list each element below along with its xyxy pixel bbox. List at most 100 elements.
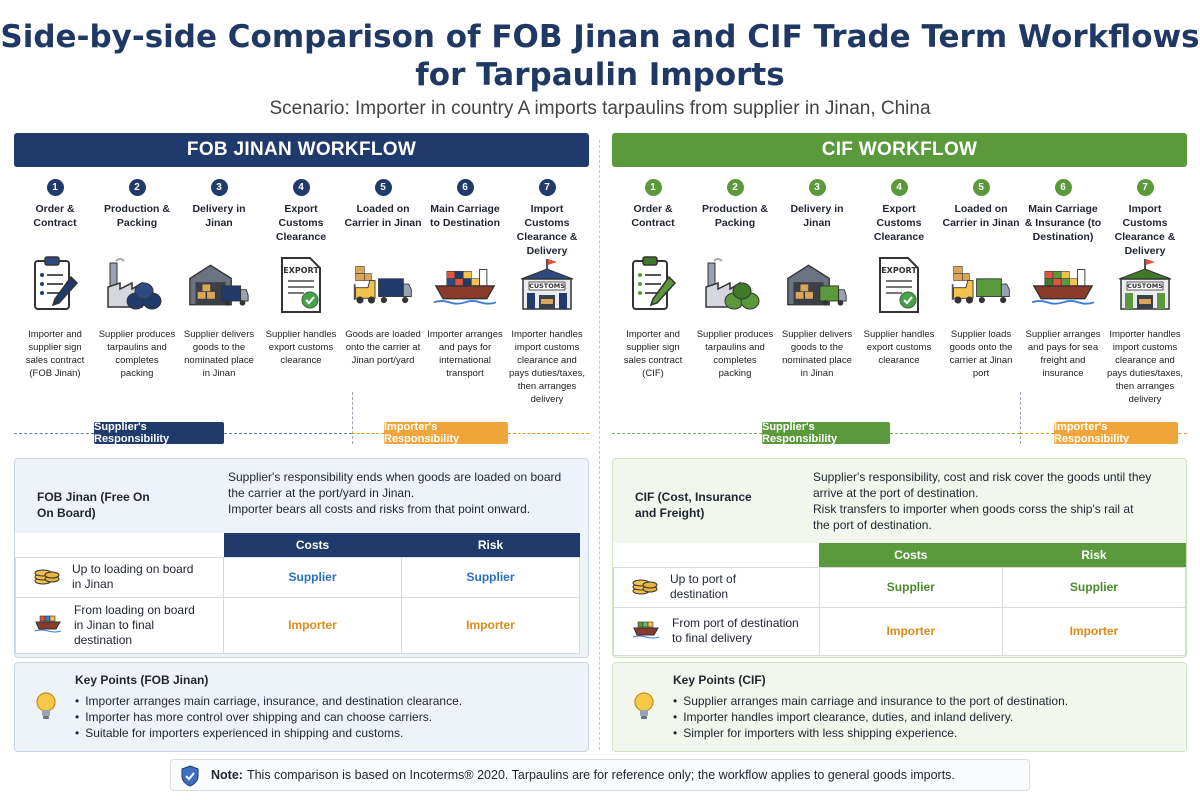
cif-banner: CIF WORKFLOW: [612, 133, 1187, 167]
key-point: Supplier arranges main carriage and insu…: [673, 693, 1068, 709]
table-row: Up to loading on board in Jinan Supplier…: [15, 556, 580, 598]
fob-summary-label: FOB Jinan (Free On On Board): [37, 490, 150, 520]
factory-icon: [704, 254, 766, 316]
fob-responsibility-bar: Supplier's Responsibility Importer's Res…: [14, 392, 589, 445]
resp-line-left-b: [890, 433, 1020, 434]
summary-line: Supplier's responsibility, cost and risk…: [813, 470, 1152, 484]
ship-icon: [632, 619, 660, 643]
step-number: 1: [644, 179, 662, 196]
step-number: 3: [808, 179, 826, 196]
summary-line: arrive at the port of destination.: [813, 486, 979, 500]
table-row: Up to port of destination Supplier Suppl…: [613, 566, 1187, 608]
row-label: Up to loading on board in Jinan: [72, 562, 194, 591]
warehouse-truck-icon: [786, 254, 848, 316]
cif-importer-responsibility-tag: Importer's Responsibility: [1054, 421, 1178, 445]
svg-text:CUSTOMS: CUSTOMS: [529, 282, 565, 290]
cif-responsibility-bar: Supplier's Responsibility Importer's Res…: [612, 392, 1187, 445]
table-row: From port of destination to final delive…: [613, 606, 1187, 656]
step-title: Order & Contract: [631, 203, 675, 229]
key-point: Suitable for importers experienced in sh…: [75, 725, 462, 741]
row-label-cell: From port of destination to final delive…: [613, 606, 820, 656]
footer-note: Note: This comparison is based on Incote…: [170, 759, 1030, 791]
risk-cell: Importer: [1001, 606, 1187, 656]
step-title: Loaded on Carrier in Jinan: [942, 203, 1020, 229]
step-title: Delivery in Jinan: [790, 203, 844, 229]
svg-text:CUSTOMS: CUSTOMS: [1127, 282, 1163, 290]
key-point: Simpler for importers with less shipping…: [673, 725, 1068, 741]
step-number: 1: [46, 179, 64, 196]
coins-stack-icon: [34, 564, 60, 590]
forklift-truck-icon: [352, 254, 414, 316]
factory-icon: [106, 254, 168, 316]
cif-supplier-responsibility-tag: Supplier's Responsibility: [762, 421, 890, 445]
step-description: Importer handles import customs clearanc…: [508, 329, 586, 405]
row-label: From loading on board in Jinan to final …: [74, 602, 195, 647]
fob-transfer-point: [352, 392, 353, 444]
cargo-ship-icon: [434, 254, 496, 316]
table-header-risk: Risk: [401, 533, 580, 557]
step-title: Delivery in Jinan: [192, 203, 246, 229]
cif-transfer-point: [1020, 392, 1021, 444]
step-number: 7: [538, 179, 556, 196]
key-point: Importer has more control over shipping …: [75, 709, 462, 725]
costs-cell: Importer: [223, 596, 402, 654]
step-description: Supplier handles export customs clearanc…: [863, 329, 935, 366]
resp-line-right-b: [1178, 433, 1187, 434]
contract-clipboard-icon: [622, 254, 684, 316]
step-title: Production & Packing: [104, 203, 170, 229]
key-point: Importer handles import clearance, dutie…: [673, 709, 1068, 725]
step-title: Export Customs Clearance: [275, 203, 327, 243]
resp-line-left-a: [612, 433, 762, 434]
export-document-icon: EXPORT: [868, 254, 930, 316]
forklift-truck-icon: [950, 254, 1012, 316]
step-description: Supplier delivers goods to the nominated…: [183, 329, 255, 379]
table-row: From loading on board in Jinan to final …: [15, 596, 580, 654]
step-description: Importer arranges and pays for internati…: [427, 329, 503, 379]
step-number: 2: [128, 179, 146, 196]
risk-cell: Supplier: [401, 556, 580, 598]
step-description: Supplier arranges and pays for sea freig…: [1025, 329, 1101, 379]
key-point: Importer arranges main carriage, insuran…: [75, 693, 462, 709]
export-document-icon: EXPORT: [270, 254, 332, 316]
step-number: 6: [1054, 179, 1072, 196]
resp-line-right-a: [352, 433, 384, 434]
step-title: Export Customs Clearance: [873, 203, 925, 243]
step-description: Supplier loads goods onto the carrier at…: [949, 329, 1013, 379]
risk-cell: Supplier: [1001, 566, 1187, 608]
step-title: Import Customs Clearance & Delivery: [1114, 203, 1176, 257]
summary-line: the port of destination.: [813, 518, 932, 532]
warehouse-truck-icon: [188, 254, 250, 316]
resp-line-right-a: [1020, 433, 1054, 434]
fob-responsibility-table: Costs Risk Up to loading on board in Jin…: [15, 533, 580, 654]
resp-line-left-b: [224, 433, 352, 434]
risk-cell: Importer: [401, 596, 580, 654]
lightbulb-icon: [35, 691, 57, 726]
summary-line: Supplier's responsibility ends when good…: [228, 470, 562, 484]
row-label: Up to port of destination: [670, 572, 737, 601]
resp-line-left-a: [14, 433, 94, 434]
fob-summary-text: Supplier's responsibility ends when good…: [228, 469, 578, 517]
step-number: 2: [726, 179, 744, 196]
table-header-risk: Risk: [1002, 543, 1186, 567]
step-number: 4: [292, 179, 310, 196]
step-description: Supplier handles export customs clearanc…: [265, 329, 337, 366]
table-header-blank: [16, 533, 224, 557]
costs-cell: Supplier: [818, 566, 1003, 608]
note-text: This comparison is based on Incoterms® 2…: [246, 768, 955, 782]
summary-line: Importer bears all costs and risks from …: [228, 502, 531, 516]
step-description: Goods are loaded onto the carrier at Jin…: [345, 329, 421, 366]
fob-importer-responsibility-tag: Importer's Responsibility: [384, 421, 508, 445]
step-description: Supplier produces tarpaulins and complet…: [696, 329, 774, 379]
row-label-cell: Up to loading on board in Jinan: [15, 556, 224, 598]
cif-responsibility-table: Costs Risk Up to port of destination Sup…: [613, 543, 1187, 656]
shield-check-icon: [179, 765, 201, 790]
step-number: 3: [210, 179, 228, 196]
step-number: 6: [456, 179, 474, 196]
